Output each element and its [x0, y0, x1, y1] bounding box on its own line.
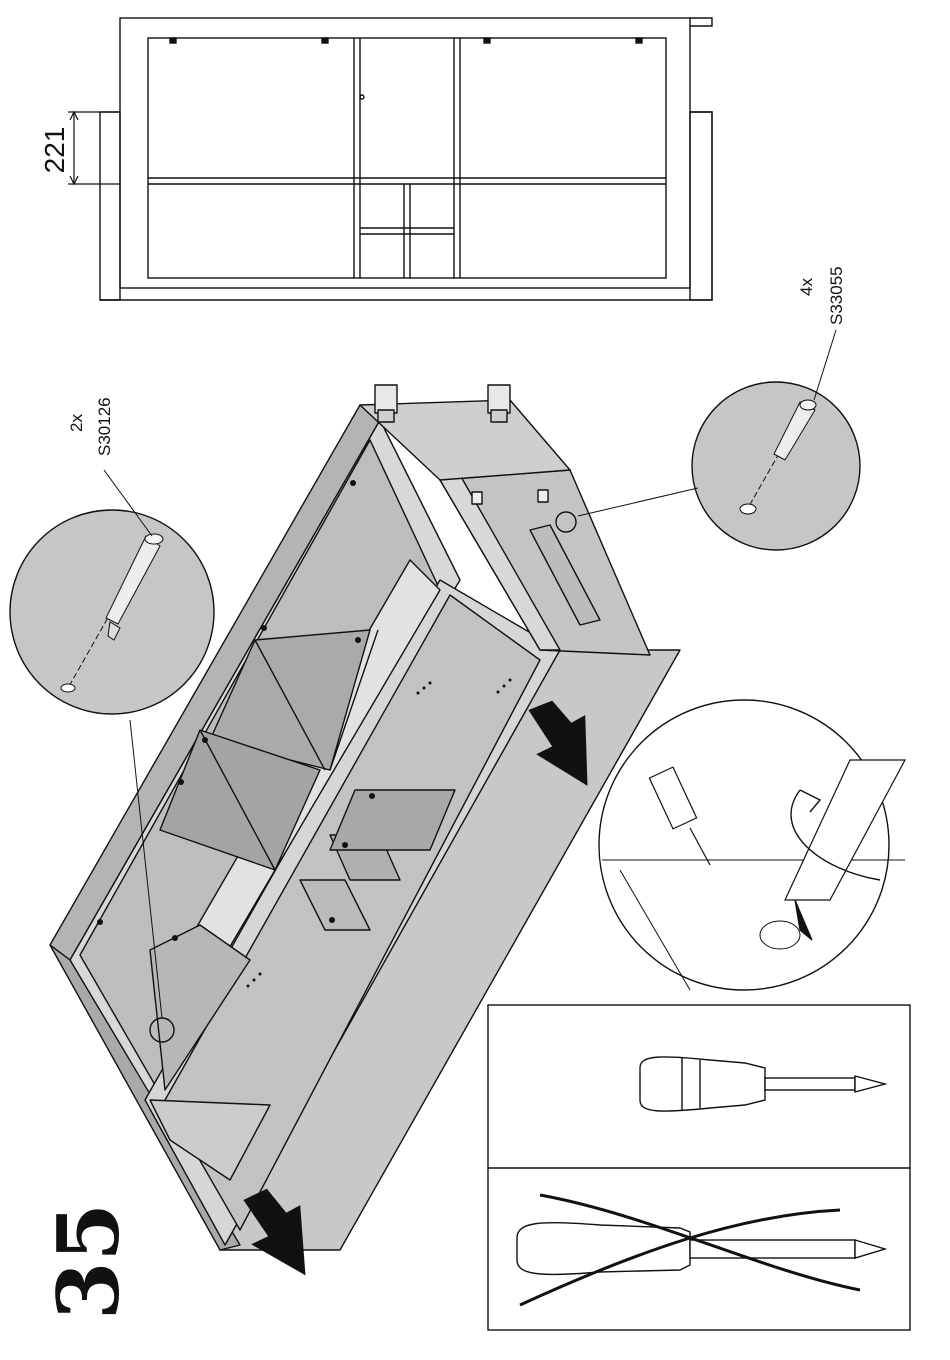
part-qty-long: 2x [67, 414, 86, 432]
dimension-221 [68, 112, 120, 184]
step-number: 35 [39, 1203, 138, 1320]
dimension-label: 221 [39, 127, 70, 174]
part-qty-short: 4x [797, 278, 816, 296]
tool-panel [488, 1005, 910, 1330]
part-code-long: S30126 [95, 397, 114, 456]
detail-circle-short-screw [578, 330, 860, 550]
top-view-elevation [100, 18, 712, 300]
part-code-short: S33055 [827, 266, 846, 325]
screw-head-icon [760, 921, 800, 949]
detail-circle-screwdriving [599, 700, 905, 990]
